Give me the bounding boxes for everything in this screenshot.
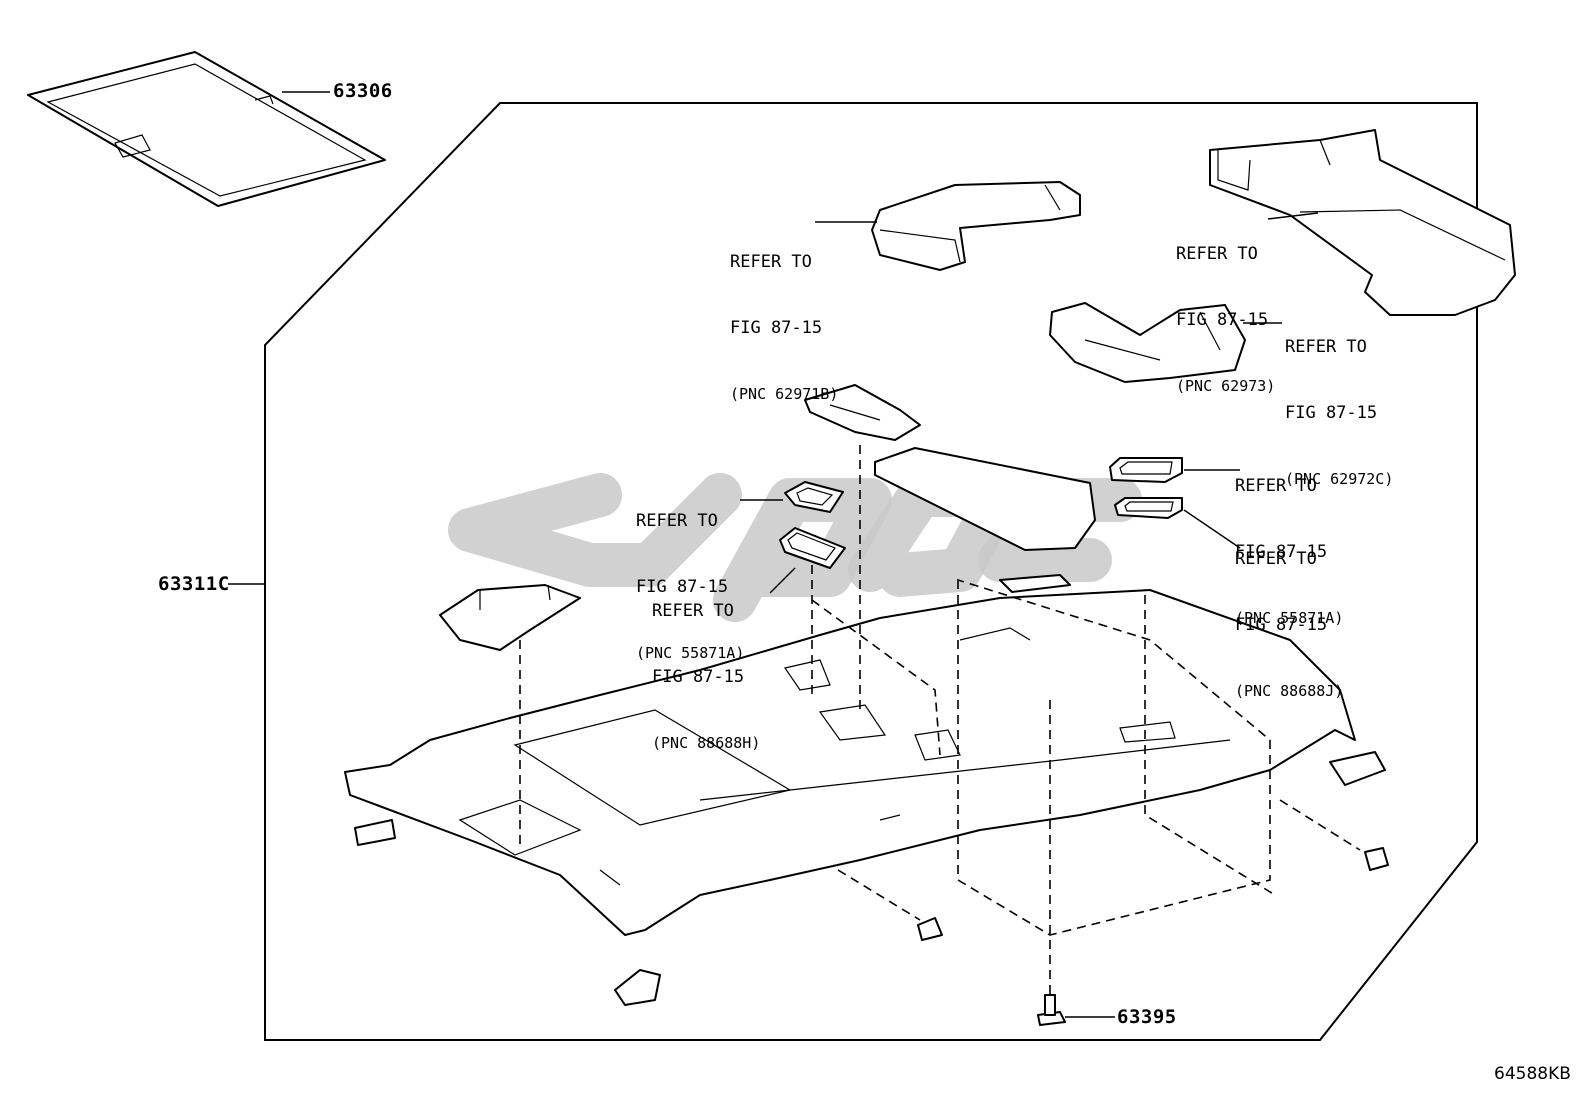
ref-callout-62973: REFER TO FIG 87-15 (PNC 62973) (1176, 199, 1275, 441)
diagram-code: 64588KB (1494, 1064, 1571, 1084)
retainer-clip-right (1364, 847, 1389, 871)
retainer-clip-mid (917, 917, 943, 941)
ref-line-2: FIG 87-15 (1176, 310, 1269, 330)
ref-line-2: FIG 87-15 (1235, 615, 1328, 635)
part-number-63311c: 63311C (158, 573, 230, 595)
ref-line-1: REFER TO (652, 601, 734, 621)
small-bracket (999, 574, 1071, 593)
lamp-bezel-88688j (1114, 497, 1183, 519)
air-duct-62972c (1049, 302, 1246, 383)
fastener-63395 (1037, 994, 1066, 1026)
sunshade-panel-63306 (27, 51, 386, 207)
assembly-dashed-lines (519, 445, 1361, 995)
part-number-63395: 63395 (1117, 1006, 1177, 1028)
ref-line-1: REFER TO (730, 252, 812, 272)
ref-line-2: FIG 87-15 (636, 577, 729, 597)
lamp-bezel-88688h (779, 527, 846, 569)
ref-callout-62971b: REFER TO FIG 87-15 (PNC 62971B) (730, 207, 838, 449)
ref-line-2: FIG 87-15 (730, 318, 823, 338)
ref-callout-55871a-right: REFER TO FIG 87-15 (PNC 55871A) (1235, 431, 1343, 673)
ref-line-3: (PNC 62971B) (730, 385, 839, 403)
retainer-clip-left (354, 819, 396, 846)
ref-line-2: FIG 87-15 (652, 667, 745, 687)
assist-grip-bracket (1329, 751, 1386, 786)
ref-line-3: (PNC 62972C) (1285, 470, 1394, 488)
leader-62973 (1267, 212, 1319, 220)
overhead-console (804, 384, 921, 441)
map-lamp-housing (439, 584, 581, 651)
ref-callout-88688h: REFER TO FIG 87-15 (PNC 88688H) (652, 556, 760, 798)
roof-headliner-63311c (344, 589, 1356, 936)
leader-88688h (769, 567, 796, 594)
lamp-bezel-55871a-right (1109, 457, 1183, 483)
ref-line-1: REFER TO (1235, 476, 1317, 496)
ref-line-1: REFER TO (1235, 549, 1317, 569)
ref-line-2: FIG 87-15 (1235, 542, 1328, 562)
ref-line-3: (PNC 88688H) (652, 734, 761, 752)
ref-callout-88688j: REFER TO FIG 87-15 (PNC 88688J) (1235, 504, 1343, 746)
ref-line-3: (PNC 62973) (1176, 377, 1276, 395)
ref-callout-62972c: REFER TO FIG 87-15 (PNC 62972C) (1285, 292, 1393, 534)
ref-line-2: FIG 87-15 (1285, 403, 1378, 423)
ref-line-3: (PNC 55871A) (1235, 609, 1344, 627)
leader-88688j (1183, 509, 1241, 549)
air-duct-62971b (871, 181, 1081, 271)
retainer-clip-bottom (614, 969, 661, 1006)
lamp-bezel-55871a-left (784, 481, 844, 513)
ref-line-1: REFER TO (1176, 244, 1258, 264)
ref-line-1: REFER TO (1285, 337, 1367, 357)
center-trim-panel (874, 447, 1096, 551)
assembly-frame (264, 102, 1478, 1041)
ref-line-1: REFER TO (636, 511, 718, 531)
part-number-63306: 63306 (333, 80, 393, 102)
ref-line-3: (PNC 55871A) (636, 644, 745, 662)
air-duct-62973 (1209, 129, 1516, 316)
ref-line-3: (PNC 88688J) (1235, 682, 1344, 700)
ref-callout-55871a-left: REFER TO FIG 87-15 (PNC 55871A) (636, 466, 744, 708)
